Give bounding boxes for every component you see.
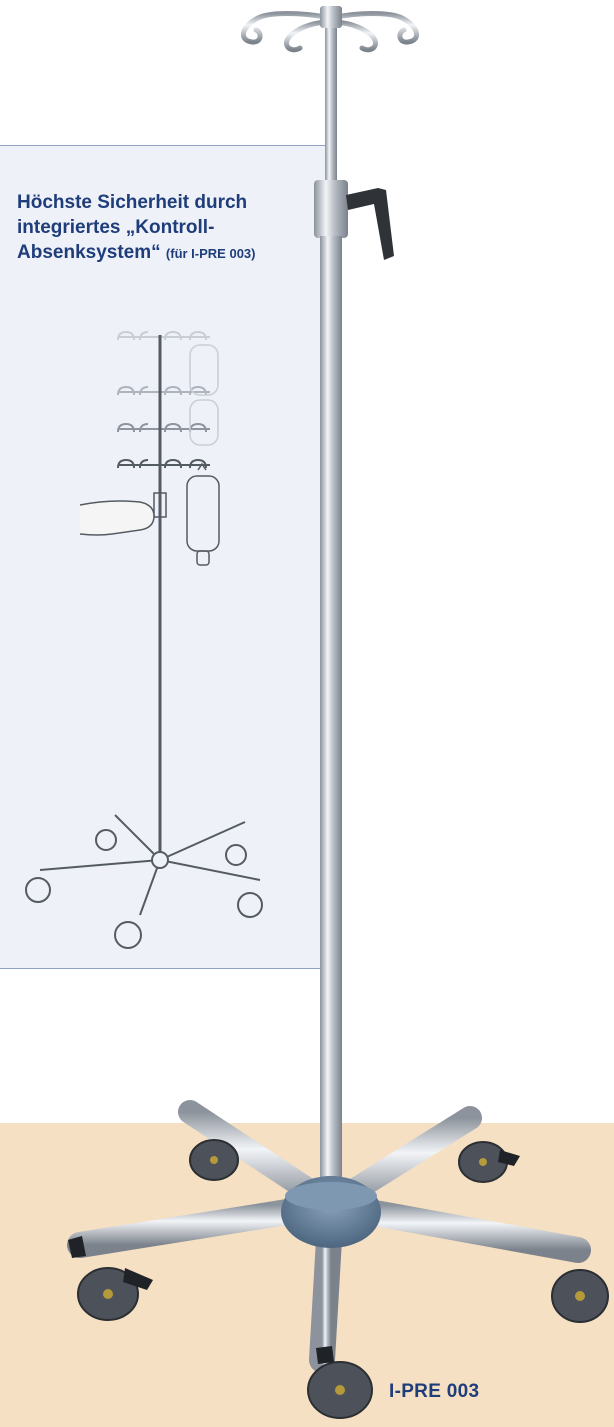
- inset-clamp: [153, 492, 167, 518]
- inset-base: [25, 814, 263, 949]
- hand-drawing: [79, 500, 155, 536]
- inset-panel: [0, 145, 330, 969]
- bottle-ghost: [189, 344, 219, 446]
- caster-brakes: [68, 1150, 520, 1364]
- top-hub: [320, 6, 342, 28]
- main-hooks: [241, 11, 419, 53]
- height-collar: [314, 180, 348, 238]
- model-label: I-PRE 003: [389, 1381, 480, 1402]
- hook-current: [117, 458, 210, 469]
- upper-pole: [325, 28, 337, 188]
- main-pole: [320, 236, 342, 1191]
- headline: Höchste Sicherheit durch integriertes „K…: [17, 190, 317, 266]
- hook-ghost-3: [117, 422, 210, 433]
- height-lever: [346, 188, 394, 260]
- headline-main: Höchste Sicherheit durch integriertes „K…: [17, 192, 248, 263]
- hook-ghost-1: [117, 330, 210, 341]
- hook-ghost-2: [117, 385, 210, 396]
- headline-note: (für I-PRE 003): [165, 246, 256, 261]
- infusion-bottle: [186, 462, 220, 566]
